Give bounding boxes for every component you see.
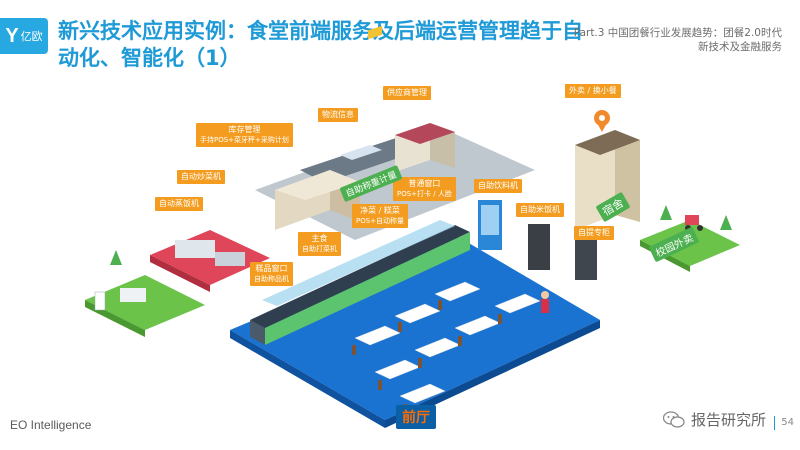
logo-mark: Y <box>5 24 19 47</box>
label-staple-sub: 自助打菜机 <box>302 245 337 253</box>
label-inventory-sub: 手持POS+菜牙秤+采购计划 <box>200 136 289 144</box>
label-auto-stir: 自动炒菜机 <box>177 170 225 184</box>
label-logistics: 物流信息 <box>318 108 358 122</box>
slide-title: 新兴技术应用实例：食堂前端服务及后端运营管理趋于自动化、智能化（1） <box>58 19 583 70</box>
label-common-window-sub: POS+打卡 / 人脸 <box>397 190 452 198</box>
label-dish: 净菜 / 糕菜 POS+自动称量 <box>352 204 409 228</box>
label-auto-cook: 自动蒸饭机 <box>155 197 203 211</box>
label-self-rice: 自助米饭机 <box>516 203 564 217</box>
footer-brand: EO Intelligence <box>10 418 92 432</box>
section-header: Part.3 中国团餐行业发展趋势：团餐2.0时代 新技术及金融服务 <box>572 26 782 54</box>
label-front-hall: 前厅 <box>396 405 436 429</box>
label-pastry-title: 糕品窗口 <box>255 264 288 273</box>
label-self-drink: 自助饮料机 <box>474 179 522 193</box>
label-pastry-sub: 自助称品机 <box>254 275 289 283</box>
section-line-1: Part.3 中国团餐行业发展趋势：团餐2.0时代 <box>573 27 782 39</box>
wechat-icon <box>662 410 685 428</box>
label-supply-management: 供应商管理 <box>383 86 431 100</box>
section-line-2: 新技术及金融服务 <box>698 41 782 53</box>
label-self-pickup: 自提专柜 <box>574 226 614 240</box>
label-dish-title: 净菜 / 糕菜 <box>360 206 400 215</box>
label-inventory: 库存管理 手持POS+菜牙秤+采购计划 <box>196 123 293 147</box>
label-staple: 主食 自助打菜机 <box>298 232 341 256</box>
watermark-text: 报告研究所 <box>690 411 766 429</box>
label-common-window: 普通窗口 POS+打卡 / 人脸 <box>393 177 456 201</box>
label-common-window-title: 普通窗口 <box>408 179 441 188</box>
label-pastry: 糕品窗口 自助称品机 <box>250 262 293 286</box>
logo: Y 亿欧 <box>0 18 48 54</box>
label-staple-title: 主食 <box>311 234 328 243</box>
label-inventory-title: 库存管理 <box>228 125 261 134</box>
label-delivery: 外卖 / 换小餐 <box>565 84 621 98</box>
watermark: 报告研究所 <box>662 409 766 430</box>
logo-text: 亿欧 <box>20 30 43 43</box>
page-number: 54 <box>774 416 794 430</box>
label-dish-sub: POS+自动称量 <box>356 217 405 225</box>
